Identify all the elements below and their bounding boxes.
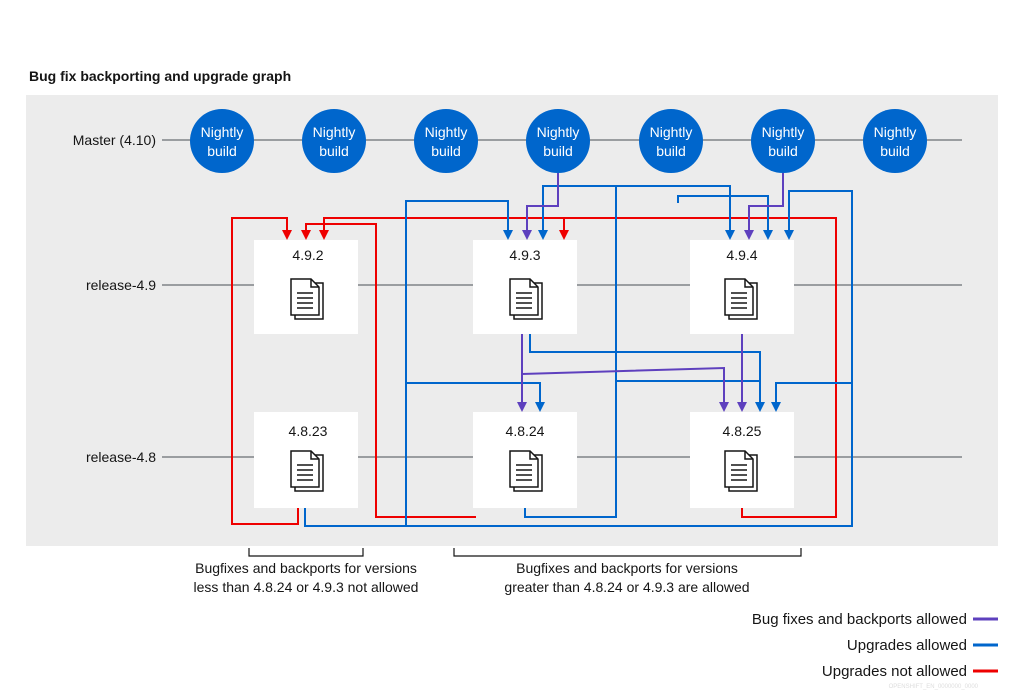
nightly-build-7-line1: Nightly (874, 124, 917, 140)
arrowhead-purple-494 (744, 230, 754, 240)
nightly-build-3: Nightly build (414, 109, 478, 173)
document-icon (724, 450, 758, 492)
version-label-4824: 4.8.24 (506, 423, 545, 439)
version-label-4823: 4.8.23 (289, 423, 328, 439)
blue-path-left-outer (405, 200, 509, 526)
lane-label-release48: release-4.8 (86, 449, 156, 465)
nightly-build-6: Nightly build (751, 109, 815, 173)
nightly-build-1-line1: Nightly (201, 124, 244, 140)
bracket-left (248, 548, 364, 557)
nightly-build-4-line2: build (543, 143, 573, 159)
arrowhead-blue-493-a (503, 230, 513, 240)
arrowhead-red-493 (559, 230, 569, 240)
nightly-build-3-line2: build (431, 143, 461, 159)
nightly-build-3-line1: Nightly (425, 124, 468, 140)
purple-path-493-to-4825 (521, 366, 725, 403)
blue-path-494-upper (677, 195, 769, 231)
nightly-build-2-line2: build (319, 143, 349, 159)
blue-path-to-494-top (616, 185, 731, 231)
nightly-build-5: Nightly build (639, 109, 703, 173)
arrowhead-red-492-a (282, 230, 292, 240)
version-box-494: 4.9.4 (690, 240, 794, 334)
legend: Bug fixes and backports allowed Upgrades… (752, 611, 998, 680)
nightly-build-1: Nightly build (190, 109, 254, 173)
document-icon (290, 450, 324, 492)
legend-not-allowed-label: Upgrades not allowed (822, 663, 967, 680)
arrowhead-blue-493-b (538, 230, 548, 240)
arrowhead-purple-4824 (517, 402, 527, 412)
nightly-build-7-line2: build (880, 143, 910, 159)
nightly-build-6-line1: Nightly (762, 124, 805, 140)
blue-path-4823-to-494 (304, 190, 853, 527)
watermark-id: OPENSHIFT_EN_0000000_0000 (889, 684, 979, 690)
nightly-build-4-line1: Nightly (537, 124, 580, 140)
blue-path-to-4824-left (406, 382, 541, 403)
legend-backports-label: Bug fixes and backports allowed (752, 611, 967, 628)
nightly-build-6-line2: build (768, 143, 798, 159)
arrowhead-purple-493 (522, 230, 532, 240)
version-label-493: 4.9.3 (509, 247, 540, 263)
arrowhead-purple-4825-b (737, 402, 747, 412)
blue-path-493-to-4825 (529, 334, 761, 403)
red-path-4824-to-492 (305, 223, 476, 518)
lane-label-master: Master (4.10) (73, 132, 156, 148)
arrowhead-red-492-b (301, 230, 311, 240)
purple-path-nightly4-to-493 (526, 173, 559, 231)
arrowhead-blue-494-c (784, 230, 794, 240)
version-box-4823: 4.8.23 (254, 412, 358, 508)
nightly-build-2: Nightly build (302, 109, 366, 173)
diagram-title: Bug fix backporting and upgrade graph (29, 68, 291, 84)
nightly-build-4: Nightly build (526, 109, 590, 173)
legend-upgrades-label: Upgrades allowed (847, 637, 967, 654)
nightly-build-5-line1: Nightly (650, 124, 693, 140)
arrowhead-blue-494-a (725, 230, 735, 240)
bracket-right (453, 548, 802, 557)
red-path-492-top (323, 217, 837, 518)
arrowhead-blue-4824 (535, 402, 545, 412)
nightly-build-7: Nightly build (863, 109, 927, 173)
arrowhead-blue-4825-b (771, 402, 781, 412)
document-icon (724, 278, 758, 320)
document-icon (290, 278, 324, 320)
arrowhead-blue-494-b (763, 230, 773, 240)
arrowhead-blue-4825-a (755, 402, 765, 412)
lane-label-release49: release-4.9 (86, 277, 156, 293)
note-right-line2: greater than 4.8.24 or 4.9.3 are allowed (504, 579, 749, 595)
version-label-492: 4.9.2 (292, 247, 323, 263)
blue-path-right-to-4825 (775, 382, 852, 403)
note-left-line1: Bugfixes and backports for versions (195, 560, 417, 576)
version-box-4824: 4.8.24 (473, 412, 577, 508)
nightly-build-5-line2: build (656, 143, 686, 159)
red-path-4823-to-492 (231, 217, 299, 525)
document-icon (509, 450, 543, 492)
arrowhead-red-492-c (319, 230, 329, 240)
note-left-line2: less than 4.8.24 or 4.9.3 not allowed (194, 579, 419, 595)
version-label-494: 4.9.4 (726, 247, 757, 263)
version-box-493: 4.9.3 (473, 240, 577, 334)
arrowhead-purple-4825-a (719, 402, 729, 412)
purple-path-nightly6-to-494 (748, 173, 784, 231)
version-box-492: 4.9.2 (254, 240, 358, 334)
nightly-build-1-line2: build (207, 143, 237, 159)
nightly-build-2-line1: Nightly (313, 124, 356, 140)
version-box-4825: 4.8.25 (690, 412, 794, 508)
document-icon (509, 278, 543, 320)
note-right-line1: Bugfixes and backports for versions (516, 560, 738, 576)
arrow-heads (282, 230, 794, 412)
version-label-4825: 4.8.25 (723, 423, 762, 439)
